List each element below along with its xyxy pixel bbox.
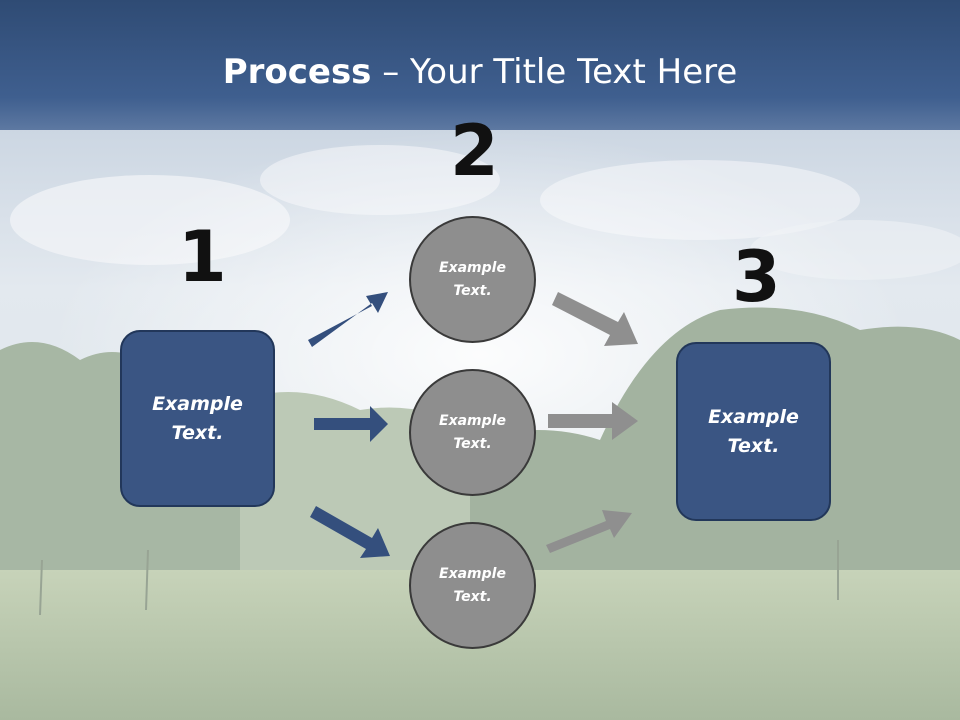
title-rest: – Your Title Text Here (371, 52, 738, 92)
process-box-step-3[interactable]: Example Text. (676, 342, 831, 521)
process-box-step-1[interactable]: Example Text. (120, 330, 275, 507)
gray-arrow-from-bottom-circle (546, 510, 632, 553)
step-number-1: 1 (178, 216, 227, 298)
arrow-to-top-circle (308, 292, 388, 347)
step-number-2: 2 (450, 110, 499, 192)
box-label: Example Text. (152, 392, 243, 444)
gray-arrow-from-top-circle (552, 292, 638, 346)
arrow-to-middle-circle (314, 406, 388, 442)
box-label: Example Text. (708, 405, 799, 457)
slide-title: Process – Your Title Text Here (0, 52, 960, 92)
arrow-to-bottom-circle (310, 506, 390, 558)
process-circle-bottom[interactable]: Example Text. (409, 522, 536, 649)
step-number-3: 3 (732, 236, 781, 318)
circle-label: Example Text. (439, 259, 506, 299)
process-circle-middle[interactable]: Example Text. (409, 369, 536, 496)
title-bold: Process (222, 52, 372, 92)
circle-label: Example Text. (439, 412, 506, 452)
process-circle-top[interactable]: Example Text. (409, 216, 536, 343)
circle-label: Example Text. (439, 565, 506, 605)
gray-arrow-from-middle-circle (548, 402, 638, 440)
title-band (0, 0, 960, 130)
